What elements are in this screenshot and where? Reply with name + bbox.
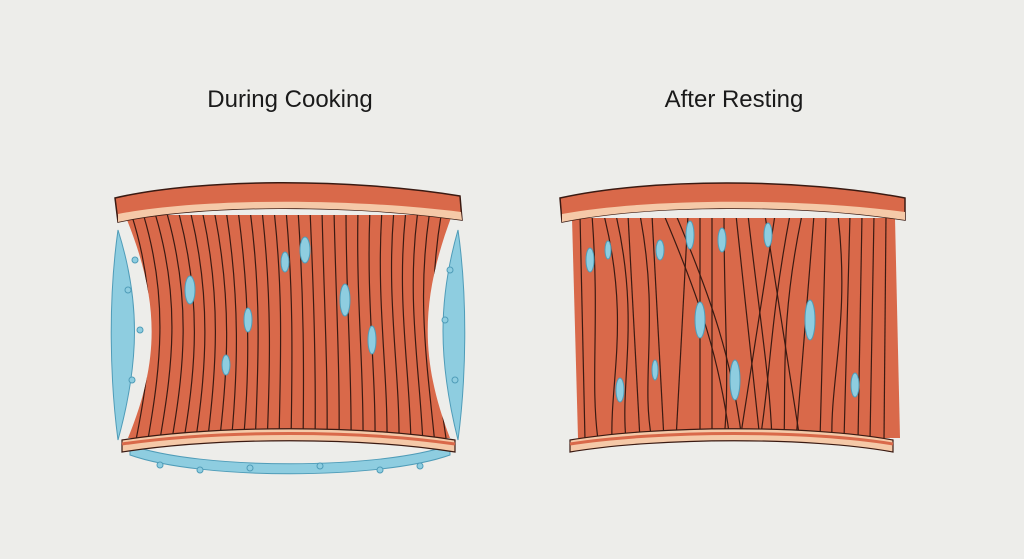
after-resting-illustration bbox=[559, 182, 906, 453]
panel-title-after-resting: After Resting bbox=[664, 86, 804, 113]
panel-title-during-cooking: During Cooking bbox=[207, 86, 373, 113]
during-cooking-illustration bbox=[110, 181, 466, 475]
